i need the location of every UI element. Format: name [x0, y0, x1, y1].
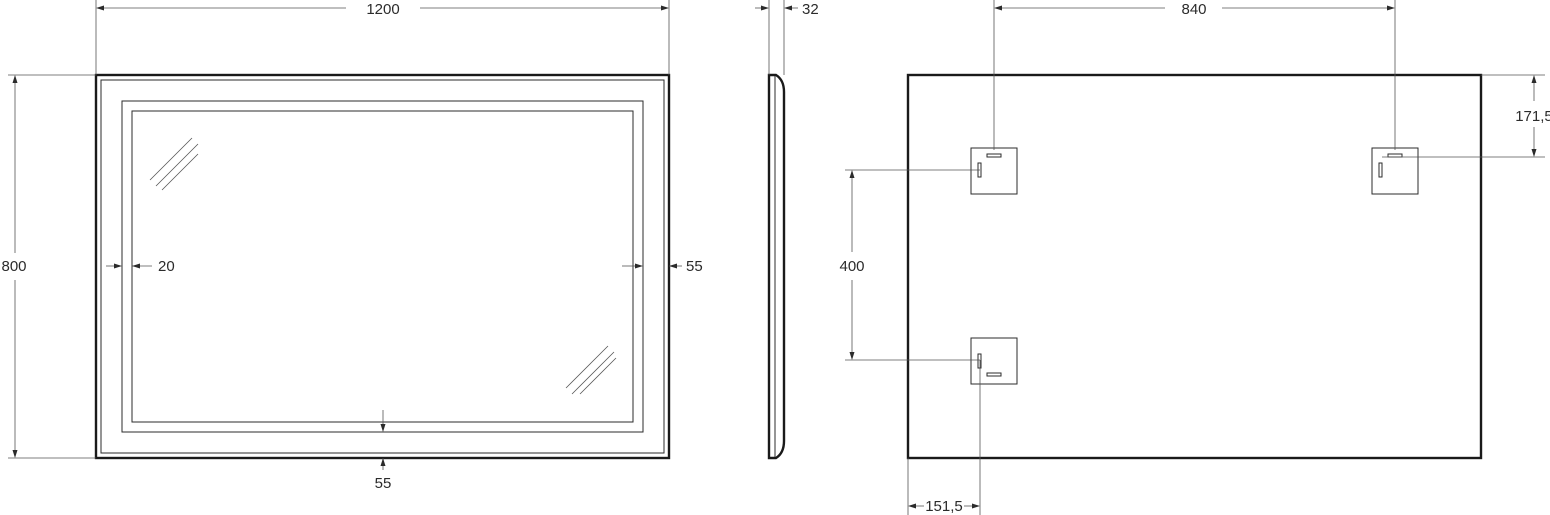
front-view: 1200 800 20 55 — [1, 0, 703, 492]
dimension-bracket-spacing: 840 — [993, 0, 1396, 150]
side-view: 32 — [755, 0, 819, 460]
top-offset-label: 171,5 — [1515, 108, 1550, 125]
mounting-bracket-bottom-left — [970, 337, 1018, 385]
dimension-vertical-spacing: 400 — [839, 169, 980, 361]
dimension-height: 800 — [1, 74, 96, 459]
dimension-right-offset: 55 — [622, 258, 703, 275]
rear-view: 840 171,5 400 — [839, 0, 1550, 515]
mounting-bracket-top-right — [1371, 147, 1419, 195]
left-offset-rear-label: 151,5 — [925, 498, 963, 515]
width-label: 1200 — [366, 1, 399, 18]
bracket-spacing-label: 840 — [1181, 1, 1206, 18]
mounting-bracket-top-left — [970, 147, 1018, 195]
bottom-offset-label: 55 — [375, 475, 392, 492]
mirror-side-profile — [767, 73, 786, 460]
mirror-outer-frame — [94, 73, 671, 460]
light-strip-inner — [131, 110, 634, 423]
glass-reflection-top-left — [149, 137, 199, 191]
dimension-depth: 32 — [755, 0, 819, 75]
dimension-left-offset-rear: 151,5 — [907, 360, 981, 515]
right-offset-label: 55 — [686, 258, 703, 275]
mirror-frame-inner-edge — [100, 79, 665, 454]
depth-label: 32 — [802, 1, 819, 18]
dimension-width: 1200 — [95, 0, 670, 75]
dimension-left-offset: 20 — [106, 258, 175, 275]
dimension-bottom-offset: 55 — [375, 410, 392, 492]
left-offset-label: 20 — [158, 258, 175, 275]
glass-reflection-bottom-right — [565, 345, 617, 395]
vertical-spacing-label: 400 — [839, 258, 864, 275]
mirror-back-panel — [906, 73, 1483, 460]
height-label: 800 — [1, 258, 26, 275]
dimension-top-offset: 171,5 — [1382, 74, 1550, 158]
light-strip-outer — [121, 100, 644, 433]
